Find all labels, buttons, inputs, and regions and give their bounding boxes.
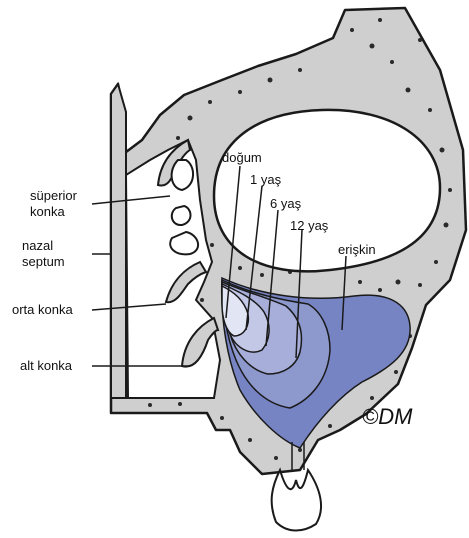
label-nasal-septum-line2: septum xyxy=(22,254,65,269)
label-age-adult: erişkin xyxy=(338,242,376,257)
nasal-septum-plate xyxy=(111,84,126,398)
label-age-birth: doğum xyxy=(222,150,262,165)
label-age-12: 12 yaş xyxy=(290,218,329,233)
label-middle-concha: orta konka xyxy=(12,302,73,317)
label-superior-concha-line1: süperior xyxy=(30,188,78,203)
tooth xyxy=(272,470,321,531)
label-age-6: 6 yaş xyxy=(270,196,302,211)
label-nasal-septum-line1: nazal xyxy=(22,238,53,253)
copyright-signature: ©DM xyxy=(362,404,413,429)
orbit xyxy=(214,110,440,271)
label-inferior-concha: alt konka xyxy=(20,358,73,373)
ethmoid-cell xyxy=(172,206,191,225)
label-age-1: 1 yaş xyxy=(250,172,282,187)
ethmoid-cell xyxy=(172,160,193,190)
label-superior-concha-line2: konka xyxy=(30,204,65,219)
